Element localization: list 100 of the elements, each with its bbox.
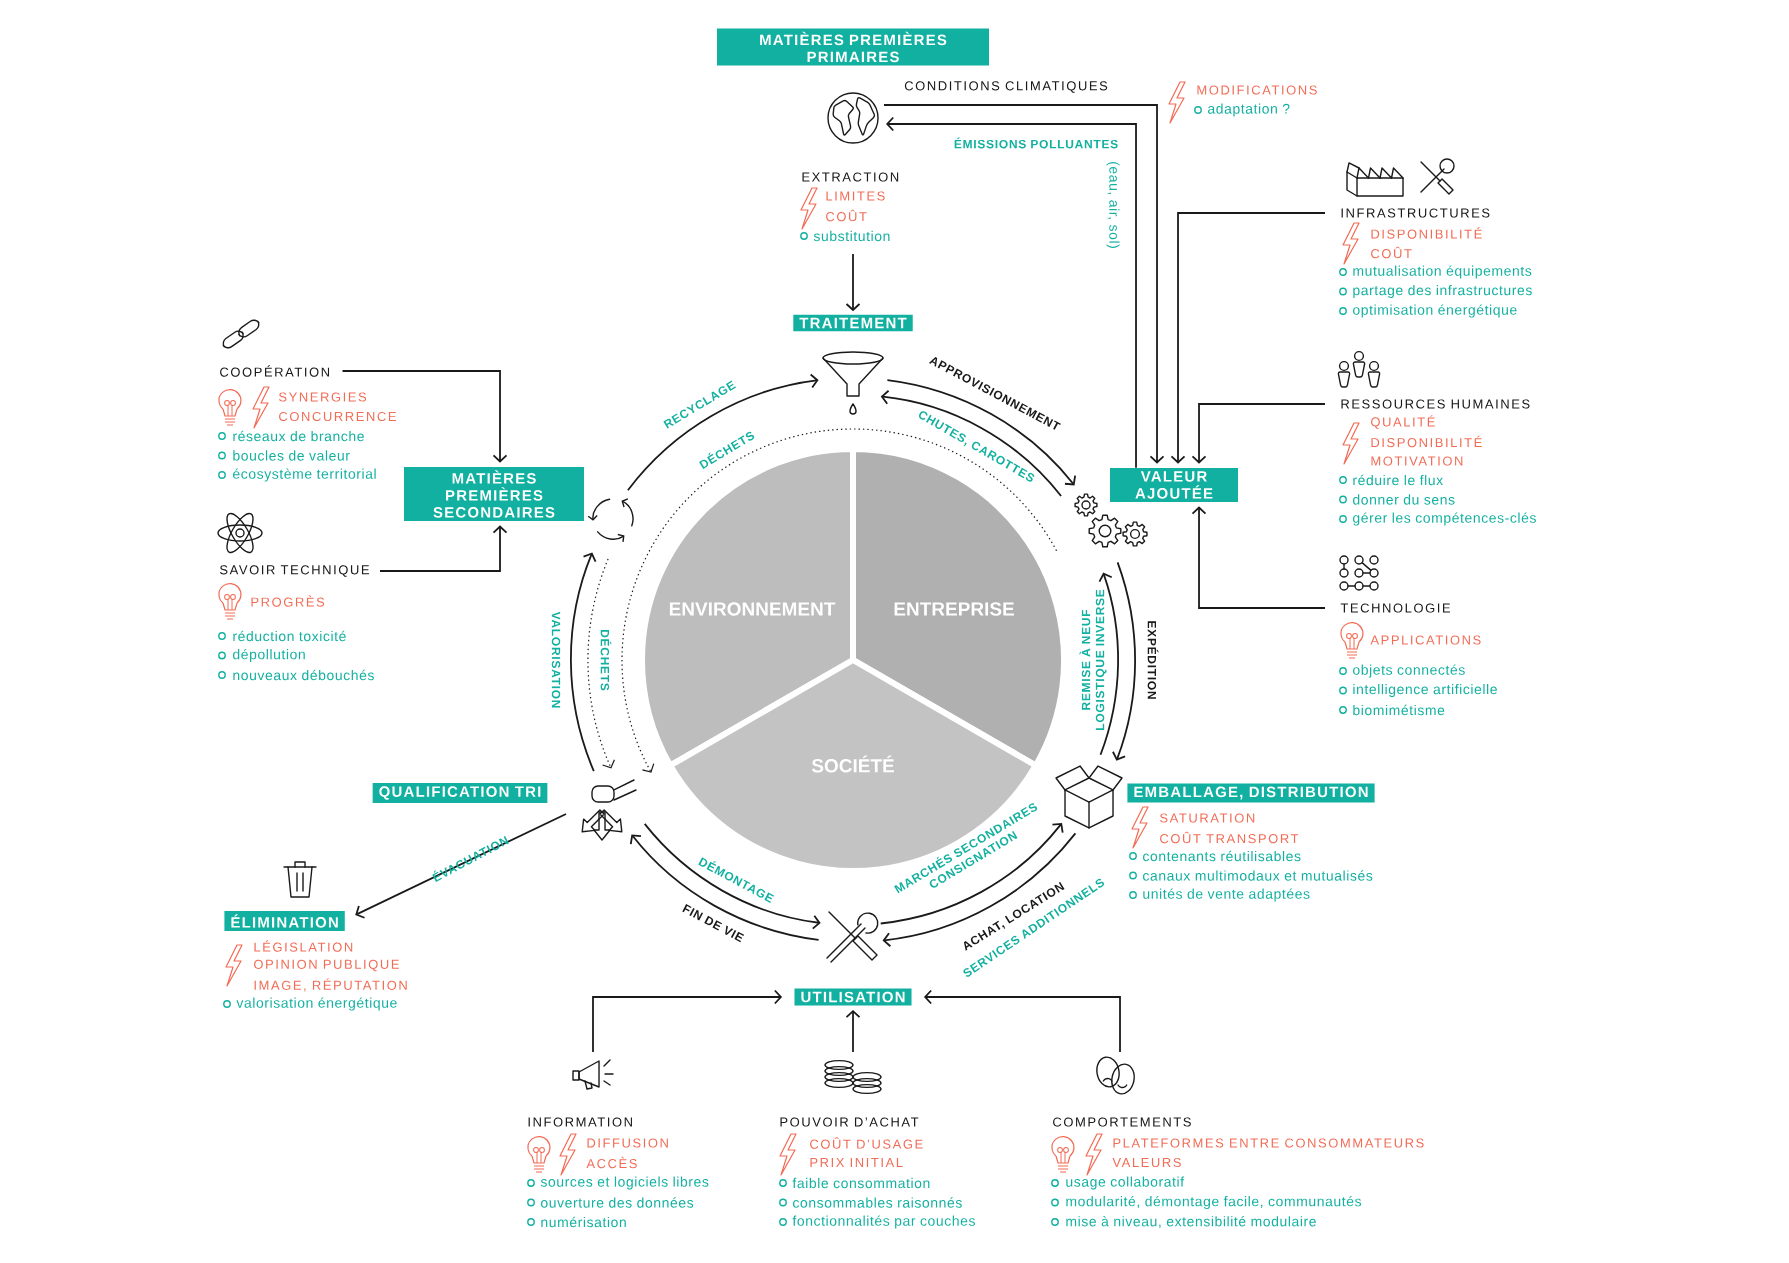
edge-label: CONDITIONS CLIMATIQUES [904, 81, 1108, 93]
list-item: substitution [800, 230, 890, 242]
funnel-icon [822, 351, 884, 415]
list-item: mutualisation équipements [1339, 265, 1532, 279]
arrow [627, 373, 819, 492]
edge-label: VALORISATION [551, 611, 561, 708]
stage-label: QUALIFICATION TRI [372, 783, 548, 803]
constraint-text: ACCÈS [586, 1156, 637, 1169]
arrow [587, 558, 616, 769]
list-item: boucles de valeur [218, 450, 350, 461]
constraint-text: MOTIVATION [1371, 456, 1463, 466]
constraint-text: CONCURRENCE [279, 411, 396, 422]
factor-heading: RESSOURCES HUMAINES [1341, 399, 1530, 409]
list-item: mise à niveau, extensibilité modulaire [1051, 1215, 1316, 1229]
arrow [1098, 572, 1119, 756]
list-item: donner du sens [1339, 494, 1455, 505]
arrow [886, 379, 1077, 486]
constraint-text: COÛT D’USAGE [810, 1137, 923, 1149]
list-item: réduction toxicité [218, 630, 346, 642]
stage-label: EMBALLAGE, DISTRIBUTION [1127, 783, 1375, 803]
constraint-text: COÛT TRANSPORT [1160, 831, 1299, 844]
factor-heading: TECHNOLOGIE [1340, 603, 1451, 613]
list-item: gérer les compétences-clés [1339, 512, 1536, 526]
arrow [570, 552, 597, 772]
list-item: canaux multimodaux et mutualisés [1129, 870, 1373, 881]
arrow [629, 834, 820, 941]
arrow [883, 104, 1165, 464]
list-item: valorisation énergétique [223, 997, 397, 1011]
edge-label: ÉMISSIONS POLLUANTES [954, 137, 1118, 149]
constraint-text: MODIFICATIONS [1197, 85, 1317, 95]
factor-heading: COMPORTEMENTS [1053, 1117, 1191, 1127]
arrow [879, 823, 1064, 925]
arrow [1191, 506, 1326, 609]
arrow [592, 989, 783, 1053]
list-item: numérisation [527, 1216, 626, 1228]
stage-label: UTILISATION [794, 988, 912, 1006]
list-item: modularité, démontage facile, communautés [1051, 1195, 1362, 1210]
list-item: faible consommation [779, 1177, 930, 1189]
list-item: adaptation ? [1194, 103, 1290, 117]
recycle-icon [587, 498, 634, 543]
factor-heading: SAVOIR TECHNIQUE [220, 565, 369, 577]
constraint-text: QUALITÉ [1371, 415, 1435, 429]
constraint-text: LÉGISLATION [254, 940, 353, 952]
edge-label: EXPÉDITION [1147, 621, 1159, 699]
constraint-text: OPINION PUBLIQUE [254, 959, 399, 972]
arrow [923, 989, 1121, 1053]
constraint-text: IMAGE, RÉPUTATION [254, 978, 407, 992]
arrow [1170, 212, 1326, 464]
list-item: dépollution [218, 648, 305, 663]
factor-heading: INFORMATION [528, 1117, 632, 1127]
factor-heading: EXTRACTION [802, 172, 899, 182]
constraint-text: DISPONIBILITÉ [1371, 227, 1482, 239]
list-item: ouverture des données [527, 1197, 694, 1208]
constraint-text: PLATEFORMES ENTRE CONSOMMATEURS [1113, 1138, 1424, 1148]
list-item: réduire le flux [1339, 474, 1443, 486]
edge-label: FIN DE VIE [682, 904, 744, 943]
arrow [341, 370, 508, 463]
constraint-text: PRIX INITIAL [810, 1158, 903, 1167]
constraint-text: VALEURS [1112, 1157, 1181, 1168]
arrow [880, 389, 1062, 497]
factor-heading: COOPÉRATION [220, 365, 330, 377]
list-item: fonctionnalités par couches [779, 1215, 975, 1229]
list-item: réseaux de branche [218, 430, 364, 442]
constraint-text: COÛT [826, 209, 867, 222]
stage-label: MATIÈRES PREMIÈRES PRIMAIRES [717, 28, 989, 66]
globe-icon [827, 92, 879, 144]
constraint-text: PROGRÈS [251, 595, 325, 607]
arrow [643, 823, 821, 930]
list-item: contenants réutilisables [1129, 850, 1301, 862]
stage-label: VALEUR AJOUTÉE [1110, 468, 1238, 502]
stage-label: ÉLIMINATION [224, 911, 345, 931]
arrow [379, 525, 508, 572]
arrow [1112, 561, 1136, 761]
factor-heading: POUVOIR D’ACHAT [780, 1117, 919, 1127]
constraint-text: DIFFUSION [587, 1138, 668, 1148]
constraint-text: LIMITES [826, 191, 885, 201]
arrow [355, 813, 567, 919]
list-item: consommables raisonnés [779, 1197, 962, 1208]
constraint-text: APPLICATIONS [1370, 635, 1481, 645]
list-item: optimisation énergétique [1339, 304, 1517, 318]
list-item: partage des infrastructures [1339, 285, 1532, 299]
constraint-text: SATURATION [1160, 813, 1255, 823]
constraint-text: COÛT [1371, 246, 1412, 259]
sorting-hand-icon [581, 779, 637, 841]
constraint-text: DISPONIBILITÉ [1371, 435, 1482, 448]
list-item: objets connectés [1339, 664, 1465, 678]
list-item: sources et logiciels libres [527, 1176, 709, 1190]
arrow [882, 832, 1077, 948]
arrow [1191, 403, 1326, 464]
list-item: nouveaux débouchés [218, 669, 374, 681]
factor-heading: INFRASTRUCTURES [1341, 208, 1490, 218]
edge-label: REMISE À NEUF LOGISTIQUE INVERSE [1079, 589, 1107, 730]
arrow [621, 428, 1058, 773]
stage-label: TRAITEMENT [793, 314, 913, 332]
list-item: usage collaboratif [1051, 1176, 1185, 1190]
arrow [886, 116, 1137, 469]
stage-label: MATIÈRES PREMIÈRES SECONDAIRES [404, 467, 584, 521]
edge-label: DÉCHETS [600, 630, 612, 691]
list-item: biomimétisme [1339, 704, 1445, 716]
open-box-icon [1055, 765, 1123, 829]
